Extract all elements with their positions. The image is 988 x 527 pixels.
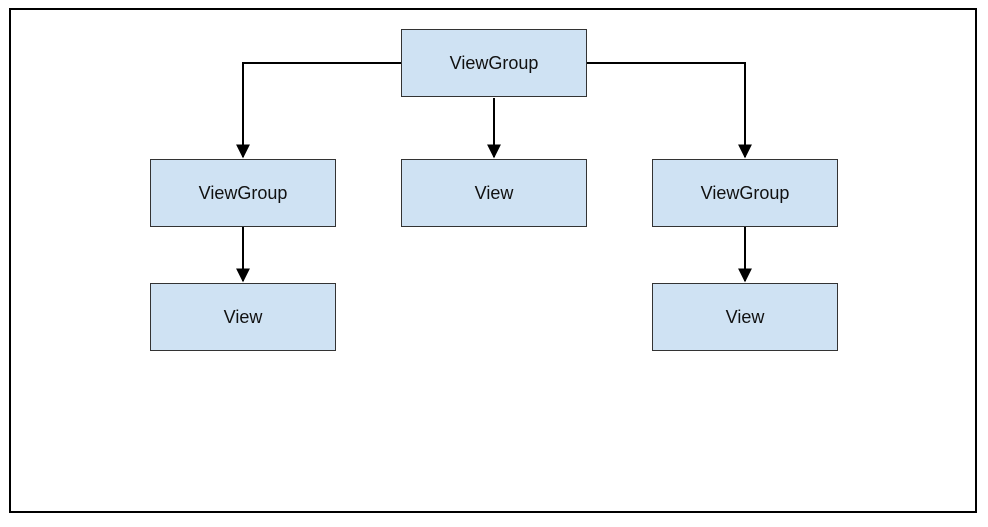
edge-root-to-right-group (587, 62, 752, 159)
diagram-frame (9, 8, 977, 513)
edge-root-to-left-group (236, 62, 401, 159)
node-left-child-view: View (150, 283, 336, 351)
node-right-child-view: View (652, 283, 838, 351)
node-right-viewgroup: ViewGroup (652, 159, 838, 227)
node-middle-view: View (401, 159, 587, 227)
node-root-viewgroup: ViewGroup (401, 29, 587, 97)
node-left-viewgroup: ViewGroup (150, 159, 336, 227)
